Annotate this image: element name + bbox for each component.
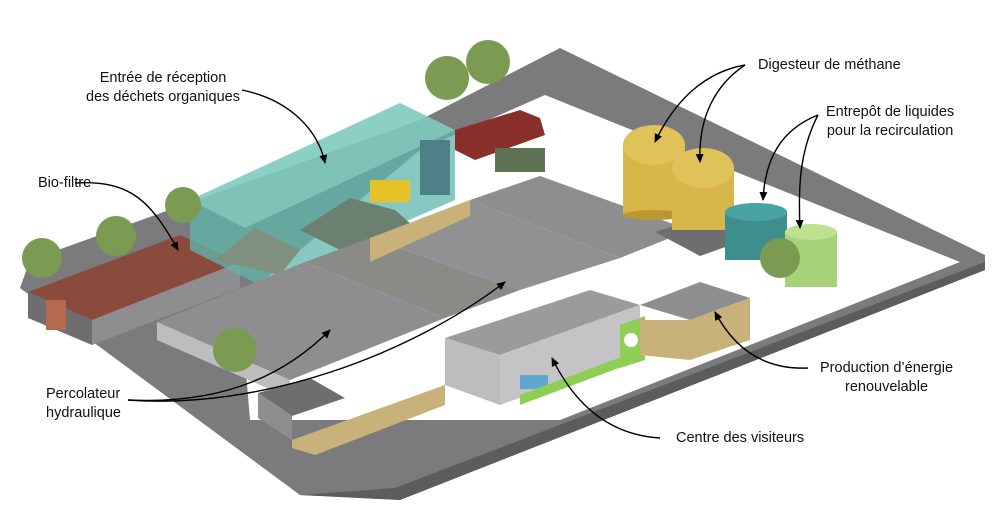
label-reception: Entrée de réception des déchets organiqu… (86, 70, 240, 105)
truck (455, 110, 545, 172)
trees (22, 40, 800, 372)
label-biofilter: Bio-filtre (38, 175, 92, 191)
label-energy: Production d’énergie renouvelable (820, 360, 954, 395)
label-percolator: Percolateur hydraulique (46, 386, 121, 421)
biofilter-building (28, 235, 240, 345)
label-digester: Digesteur de méthane (758, 57, 901, 73)
front-building (258, 378, 445, 455)
callout-arrows (74, 64, 819, 439)
label-visitors: Centre des visiteurs (676, 430, 805, 446)
methane-digester (623, 125, 734, 230)
visitor-center (445, 290, 645, 405)
label-liquid-storage: Entrepôt de liquides pour la recirculati… (826, 104, 955, 139)
